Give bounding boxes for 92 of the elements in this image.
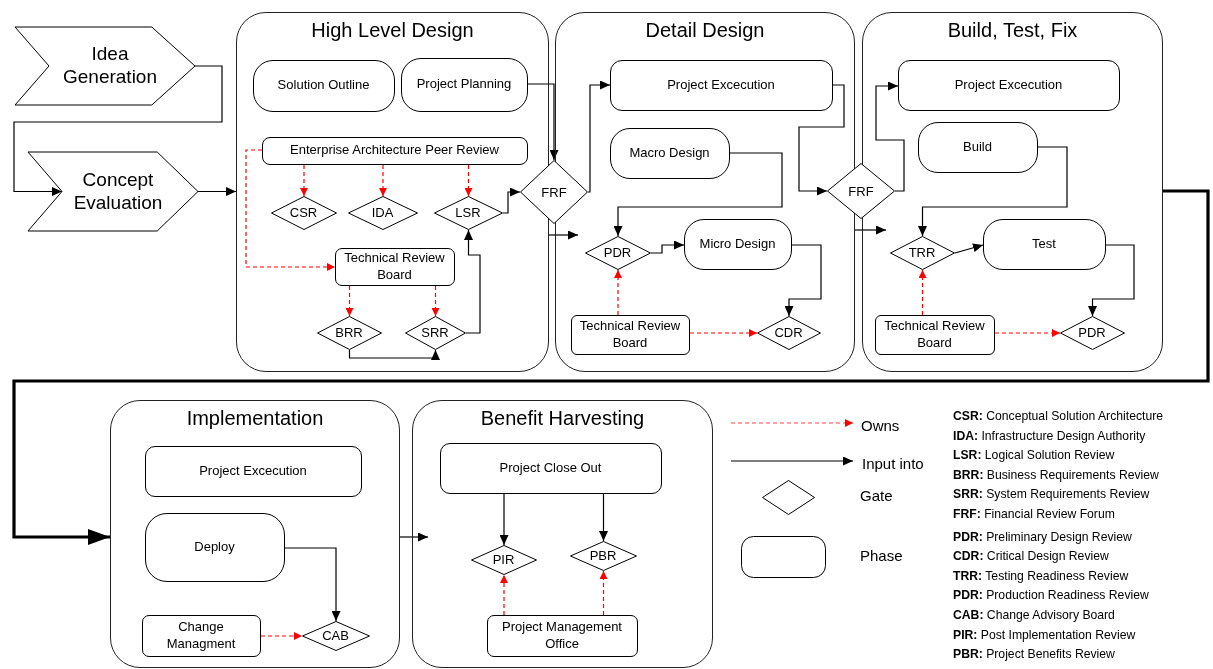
dashed-arrow	[300, 164, 308, 197]
legend-label: Owns	[861, 417, 900, 434]
phase-title: Build, Test, Fix	[946, 19, 1079, 42]
activity-box: Technical Review Board	[874, 314, 995, 355]
gate-diamond: CSR	[270, 195, 337, 230]
phase-container	[110, 400, 400, 668]
arrow	[464, 229, 481, 334]
dashed-arrow	[245, 149, 336, 271]
activity-box: Enterprise Architecture Peer Review	[261, 136, 528, 165]
dashed-arrow	[918, 269, 927, 316]
abbreviation-definition: TRR: Testing Readiness Review	[953, 568, 1129, 583]
gate-diamond: CAB	[301, 620, 370, 651]
gate-diamond: CDR	[756, 315, 821, 350]
dashed-arrow	[614, 269, 622, 316]
activity-box: Project Excecution	[609, 59, 833, 111]
phase-title: Benefit Harvesting	[479, 407, 646, 430]
activity-box: Technical Review Board	[570, 314, 690, 355]
abbreviation-definition: FRF: Financial Review Forum	[953, 507, 1115, 521]
activity-box: Build	[917, 121, 1038, 173]
arrow	[548, 230, 579, 240]
abbreviation-definition: IDA: Infrastructure Design Authority	[953, 428, 1146, 443]
gate-diamond: PIR	[470, 544, 537, 575]
abbreviation-definition: CSR: Conceptual Solution Architecture	[953, 409, 1163, 423]
abbreviation-definition: BRR: Business Requirements Review	[953, 467, 1159, 482]
gate-diamond: PBR	[569, 540, 637, 571]
arrow	[613, 152, 783, 237]
gate-diamond: FRF	[827, 163, 895, 219]
abbreviation-definition: CAB: Change Advisory Board	[953, 608, 1115, 622]
dashed-arrow	[464, 164, 473, 197]
legend-label: Gate	[860, 487, 893, 504]
activity-box: Technical Review Board	[334, 247, 455, 286]
dashed-arrow	[345, 285, 354, 317]
activity-box: Project Excecution	[897, 59, 1120, 111]
legend-label: Phase	[860, 547, 903, 564]
abbreviation-definition: SRR: System Requirements Review	[953, 487, 1150, 502]
arrow	[499, 493, 509, 546]
dashed-arrow	[260, 632, 303, 640]
abbreviation-definition: CDR: Critical Design Review	[953, 549, 1109, 564]
gate-diamond: FRF	[520, 160, 588, 224]
arrow	[284, 547, 341, 622]
process-chevron: Idea Generation	[15, 27, 195, 105]
dashed-arrow	[599, 570, 608, 616]
arrow	[650, 240, 685, 254]
abbreviation-definition: PBR: Project Benefits Review	[953, 647, 1115, 662]
process-chevron: Concept Evaluation	[28, 152, 198, 231]
dashed-arrow	[379, 164, 387, 197]
gate-diamond: BRR	[316, 315, 382, 350]
gate-diamond: IDA	[347, 195, 418, 230]
dashed-arrow	[689, 329, 758, 337]
dashed-arrow	[994, 329, 1061, 337]
gate-diamond: LSR	[433, 195, 503, 230]
gate-diamond: SRR	[404, 315, 466, 350]
phase-title: High Level Design	[310, 19, 475, 42]
gate-diamond: TRR	[889, 235, 955, 270]
abbreviation-definition: PIR: Post Implementation Review	[953, 627, 1136, 642]
arrow	[502, 187, 521, 214]
arrow	[875, 81, 905, 192]
activity-box: Project Management Office	[486, 614, 638, 657]
activity-box: Test	[982, 218, 1106, 270]
activity-box: Solution Outline	[252, 59, 395, 112]
activity-box: Macro Design	[609, 127, 730, 179]
arrow	[784, 244, 822, 317]
phase-title: Detail Design	[644, 19, 766, 42]
arrow	[399, 532, 429, 542]
abbreviation-definition: LSR: Logical Solution Review	[953, 448, 1115, 463]
dashed-arrow	[431, 285, 440, 317]
arrow	[599, 493, 608, 542]
dashed-arrow	[500, 574, 508, 616]
arrow	[348, 349, 440, 360]
arrow	[798, 84, 845, 196]
abbreviation-definition: PDR: Production Readiness Review	[953, 588, 1149, 603]
thick-arrow	[12, 189, 1210, 545]
legend-label: Input into	[862, 455, 924, 472]
arrow	[197, 187, 237, 196]
activity-box: Change Managment	[141, 614, 261, 657]
gate-diamond: PDR	[584, 235, 651, 270]
arrow	[854, 225, 887, 235]
arrow	[954, 243, 984, 254]
arrow	[587, 80, 611, 193]
activity-box: Micro Design	[683, 218, 792, 270]
arrow	[1088, 244, 1135, 317]
activity-box: Project Excecution	[144, 445, 362, 497]
arrow	[527, 83, 559, 161]
arrow	[918, 146, 1068, 237]
phase-title: Implementation	[185, 407, 325, 430]
activity-box: Project Planning	[400, 57, 528, 112]
abbreviation-definition: PDR: Preliminary Design Review	[953, 529, 1132, 544]
activity-box: Project Close Out	[439, 442, 662, 494]
phase-container	[412, 400, 713, 668]
gate-diamond: PDR	[1059, 315, 1125, 350]
activity-box: Deploy	[144, 512, 285, 582]
arrow	[13, 65, 223, 196]
